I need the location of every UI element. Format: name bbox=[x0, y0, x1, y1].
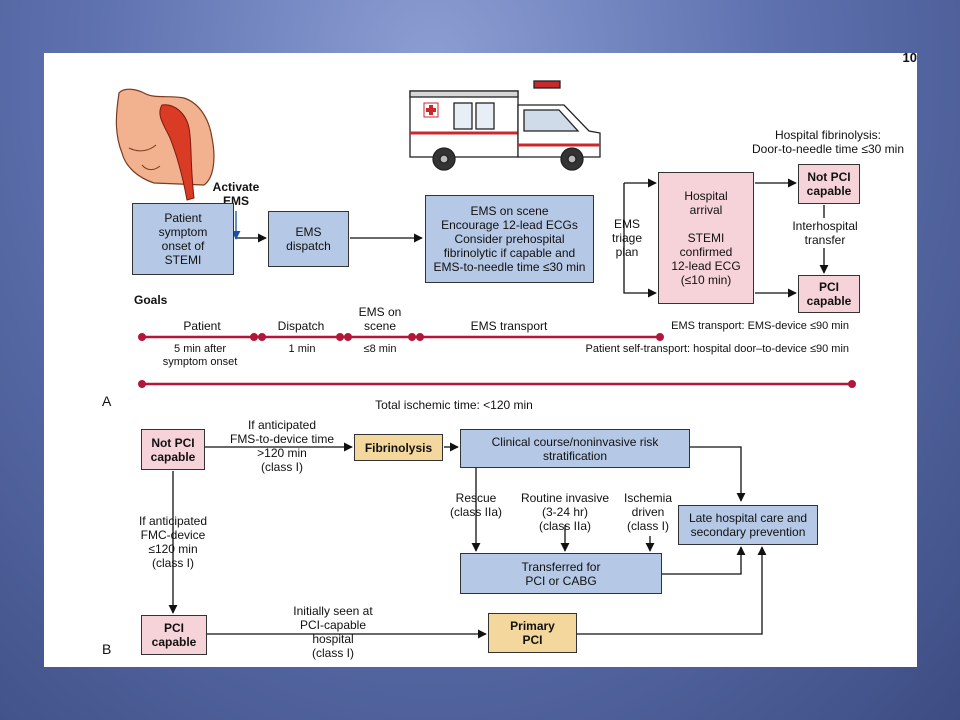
primary-pci-box: Primary PCI bbox=[488, 613, 577, 653]
ems-transport-goal: EMS transport: EMS-device ≤90 min bbox=[671, 320, 849, 332]
hospital-arrival-box: Hospital arrival STEMI confirmed 12-lead… bbox=[658, 172, 754, 304]
not-pci-capable-box-b: Not PCI capable bbox=[141, 429, 205, 470]
timeline-ems-on-scene-label: EMS on scene bbox=[358, 305, 402, 333]
pci-capable-box-a: PCI capable bbox=[798, 275, 860, 313]
goals-label: Goals bbox=[134, 293, 168, 307]
timeline-dispatch-sublabel: 1 min bbox=[288, 343, 316, 355]
goals-timeline bbox=[138, 333, 856, 388]
ischemia-driven-label: Ischemia driven (class I) bbox=[623, 491, 673, 533]
page-number: 10 bbox=[902, 50, 917, 65]
timeline-patient-label: Patient bbox=[183, 319, 221, 333]
not-pci-capable-box-a: Not PCI capable bbox=[798, 164, 860, 204]
fibrinolysis-box: Fibrinolysis bbox=[354, 434, 443, 461]
interhospital-transfer-label: Interhospital transfer bbox=[792, 219, 858, 247]
if-fmc-over-120-label: If anticipated FMS-to-device time >120 m… bbox=[229, 418, 335, 474]
total-ischemic-time-label: Total ischemic time: <120 min bbox=[375, 398, 533, 412]
hospital-fibrinolysis-label: Hospital fibrinolysis: Door-to-needle ti… bbox=[752, 128, 904, 156]
ems-dispatch-box: EMS dispatch bbox=[268, 211, 349, 267]
initially-seen-label: Initially seen at PCI-capable hospital (… bbox=[293, 604, 373, 660]
clinical-course-box: Clinical course/noninvasive risk stratif… bbox=[460, 429, 690, 468]
late-hospital-care-box: Late hospital care and secondary prevent… bbox=[678, 505, 818, 545]
patient-chest-pain-illustration bbox=[115, 88, 215, 201]
if-fmc-le-120-label: If anticipated FMC-device ≤120 min (clas… bbox=[138, 514, 208, 570]
pci-capable-box-b: PCI capable bbox=[141, 615, 207, 655]
rescue-label: Rescue (class IIa) bbox=[449, 491, 502, 519]
ambulance-illustration bbox=[409, 80, 601, 171]
timeline-ems-transport-label: EMS transport bbox=[470, 319, 548, 333]
panel-a-letter: A bbox=[102, 393, 112, 409]
slide-panel: 10 Activate EMS Patient symptom onset of… bbox=[44, 50, 917, 667]
diagram-canvas bbox=[115, 80, 856, 639]
patient-symptom-onset-box: Patient symptom onset of STEMI bbox=[132, 203, 234, 275]
panel-b-letter: B bbox=[102, 641, 112, 657]
transferred-box: Transferred for PCI or CABG bbox=[460, 553, 662, 594]
timeline-patient-sublabel: 5 min after symptom onset bbox=[162, 343, 238, 368]
ems-triage-plan-label: EMS triage plan bbox=[611, 217, 643, 259]
routine-invasive-label: Routine invasive (3-24 hr) (class IIa) bbox=[520, 491, 610, 533]
timeline-scene-sublabel: ≤8 min bbox=[363, 343, 397, 355]
self-transport-goal: Patient self-transport: hospital door–to… bbox=[585, 343, 849, 355]
ems-on-scene-box: EMS on scene Encourage 12-lead ECGs Cons… bbox=[425, 195, 594, 283]
timeline-dispatch-label: Dispatch bbox=[277, 319, 325, 333]
